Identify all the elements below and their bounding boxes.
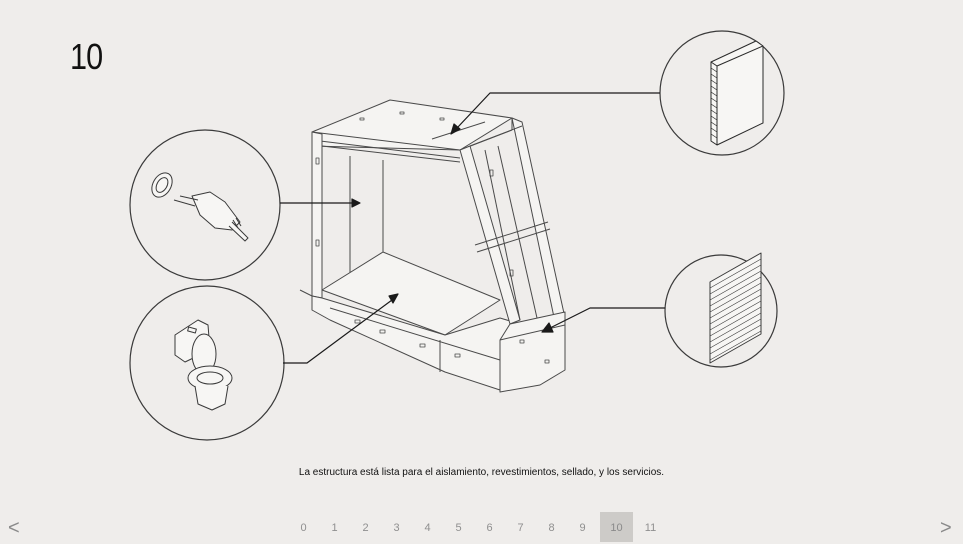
page-4[interactable]: 4: [424, 522, 431, 534]
page-2[interactable]: 2: [362, 522, 369, 534]
next-arrow-button[interactable]: >: [940, 517, 952, 539]
page-3[interactable]: 3: [393, 522, 400, 534]
page-5[interactable]: 5: [455, 522, 462, 534]
prev-arrow-button[interactable]: <: [8, 517, 20, 539]
page-1[interactable]: 1: [331, 522, 338, 534]
page-10-current[interactable]: 10: [600, 512, 633, 542]
step-caption: La estructura está lista para el aislami…: [298, 467, 665, 478]
page-0[interactable]: 0: [300, 522, 307, 534]
page-9[interactable]: 9: [579, 522, 586, 534]
toilet-icon: [174, 319, 233, 411]
plug-and-socket-icon: [151, 172, 249, 242]
page-7[interactable]: 7: [517, 522, 524, 534]
insulation-panel-icon: [710, 40, 764, 146]
page-6[interactable]: 6: [486, 522, 493, 534]
cladding-panel-icon: [709, 252, 762, 364]
step-number: 10: [70, 36, 103, 77]
frame-structure: [299, 99, 566, 393]
page-8[interactable]: 8: [548, 522, 555, 534]
page-11[interactable]: 11: [644, 522, 657, 534]
pagination: < 0 1 2 3 4 5 6 7 8 9 10 11 >: [0, 512, 963, 542]
page-list: 0 1 2 3 4 5 6 7 8 9 10 11: [288, 512, 666, 542]
